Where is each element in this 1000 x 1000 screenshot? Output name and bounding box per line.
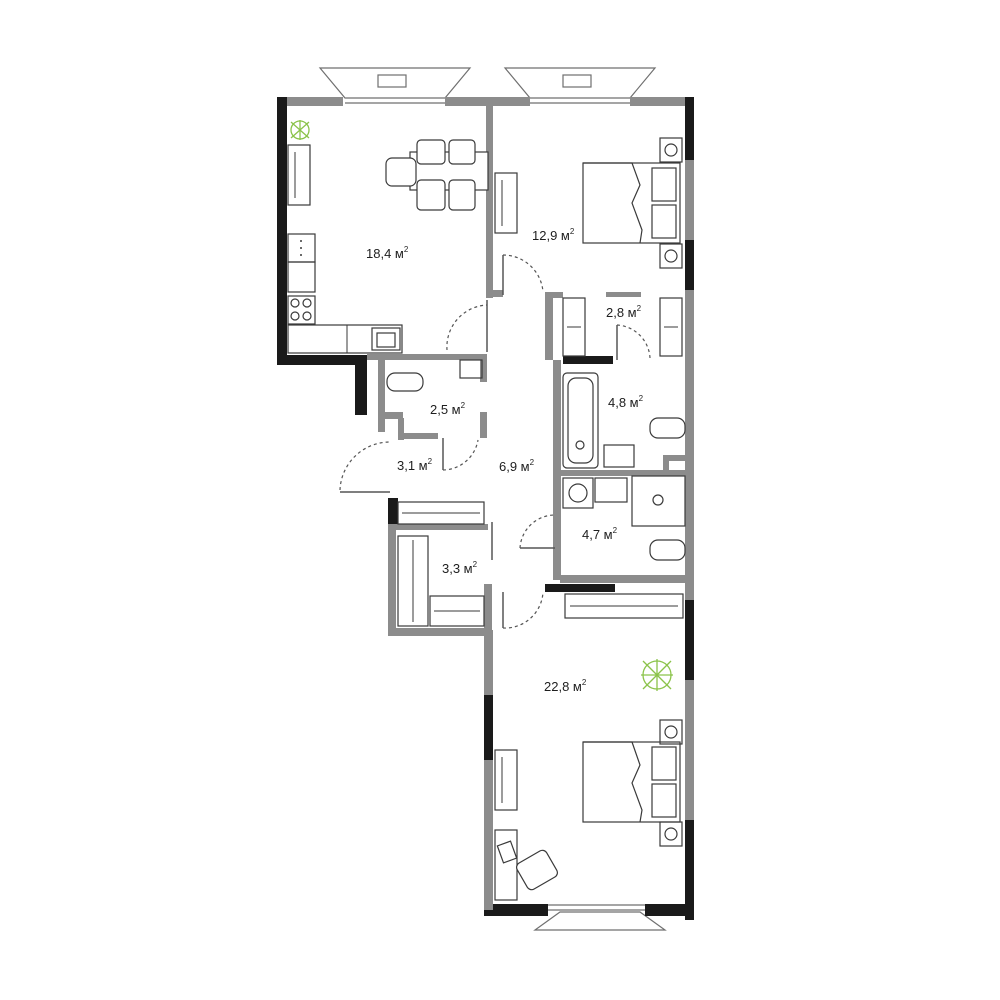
- bathroom-2-furniture: [562, 475, 686, 561]
- area-label-bathroom-1: 4,8 м2: [608, 394, 644, 410]
- door-bedroom-2: [502, 591, 544, 629]
- area-label-bedroom-1: 12,9 м2: [532, 227, 575, 243]
- area-label-bathroom-2: 4,7 м2: [582, 526, 618, 542]
- area-label-entrance: 3,1 м2: [397, 457, 433, 473]
- door-entrance: [339, 441, 391, 493]
- walls: [277, 97, 694, 920]
- kitchen-furniture: [287, 120, 489, 354]
- area-label-wardrobe-1: 2,8 м2: [606, 304, 642, 320]
- door-bedroom-1: [502, 254, 544, 295]
- area-label-wc: 2,5 м2: [430, 401, 466, 417]
- door-bathroom-2: [519, 514, 556, 549]
- wardrobe-1-furniture: [562, 297, 683, 357]
- area-label-bedroom-2: 22,8 м2: [544, 678, 587, 694]
- storage-furniture: [397, 501, 485, 627]
- area-label-hall: 6,9 м2: [499, 458, 535, 474]
- bedroom-1-furniture: [494, 137, 683, 269]
- area-label-storage: 3,3 м2: [442, 560, 478, 576]
- bedroom-2-furniture: [494, 593, 684, 901]
- window-bedroom-2: [533, 904, 667, 931]
- area-labels: 18,4 м2 12,9 м2 2,8 м2 4,8 м2 2,5 м2 3,1…: [366, 227, 644, 694]
- door-wardrobe-1: [616, 324, 651, 360]
- door-kitchen: [446, 300, 488, 352]
- bathroom-1-furniture: [562, 372, 686, 469]
- window-bedroom-1: [503, 67, 657, 104]
- wc-furniture: [386, 359, 483, 392]
- door-wc: [442, 438, 479, 471]
- area-label-kitchen: 18,4 м2: [366, 245, 409, 261]
